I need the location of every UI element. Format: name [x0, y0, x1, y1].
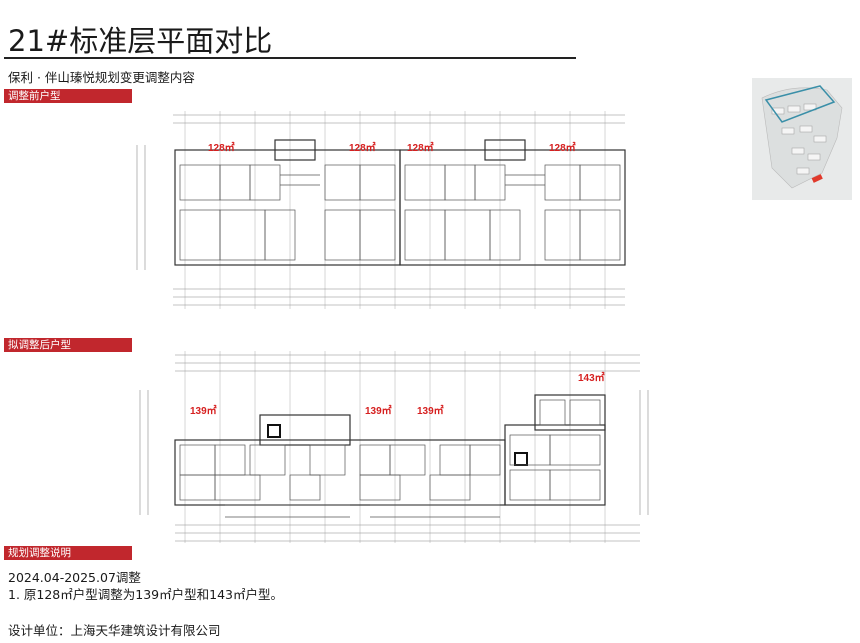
designer-credit: 设计单位：上海天华建筑设计有限公司 — [8, 623, 221, 638]
title-rule — [4, 57, 576, 59]
before-unit-label-2: 128㎡ — [349, 143, 376, 154]
notes-date-range: 2024.04-2025.07调整 — [8, 570, 141, 585]
after-unit-label-2: 139㎡ — [365, 406, 392, 417]
before-unit-label-4: 128㎡ — [549, 143, 576, 154]
after-unit-label-3: 139㎡ — [417, 406, 444, 417]
site-key-map — [752, 78, 852, 200]
after-unit-label-1: 139㎡ — [190, 406, 217, 417]
section-before: 调整前户型 — [4, 89, 132, 103]
notes-item-1: 1. 原128㎡户型调整为139㎡户型和143㎡户型。 — [8, 587, 283, 602]
before-unit-label-3: 128㎡ — [407, 143, 434, 154]
page-subtitle: 保利 · 伴山瑧悦规划变更调整内容 — [8, 70, 195, 85]
section-after: 拟调整后户型 — [4, 338, 132, 352]
page-title: 21#标准层平面对比 — [8, 24, 273, 58]
site-map-drawing — [752, 78, 852, 200]
after-unit-label-4: 143㎡ — [578, 373, 605, 384]
floor-plan-after — [139, 351, 649, 543]
site-highlight-outline — [764, 85, 836, 123]
floor-plan-before — [136, 111, 626, 309]
before-unit-label-1: 128㎡ — [208, 143, 235, 154]
section-notes: 规划调整说明 — [4, 546, 132, 560]
